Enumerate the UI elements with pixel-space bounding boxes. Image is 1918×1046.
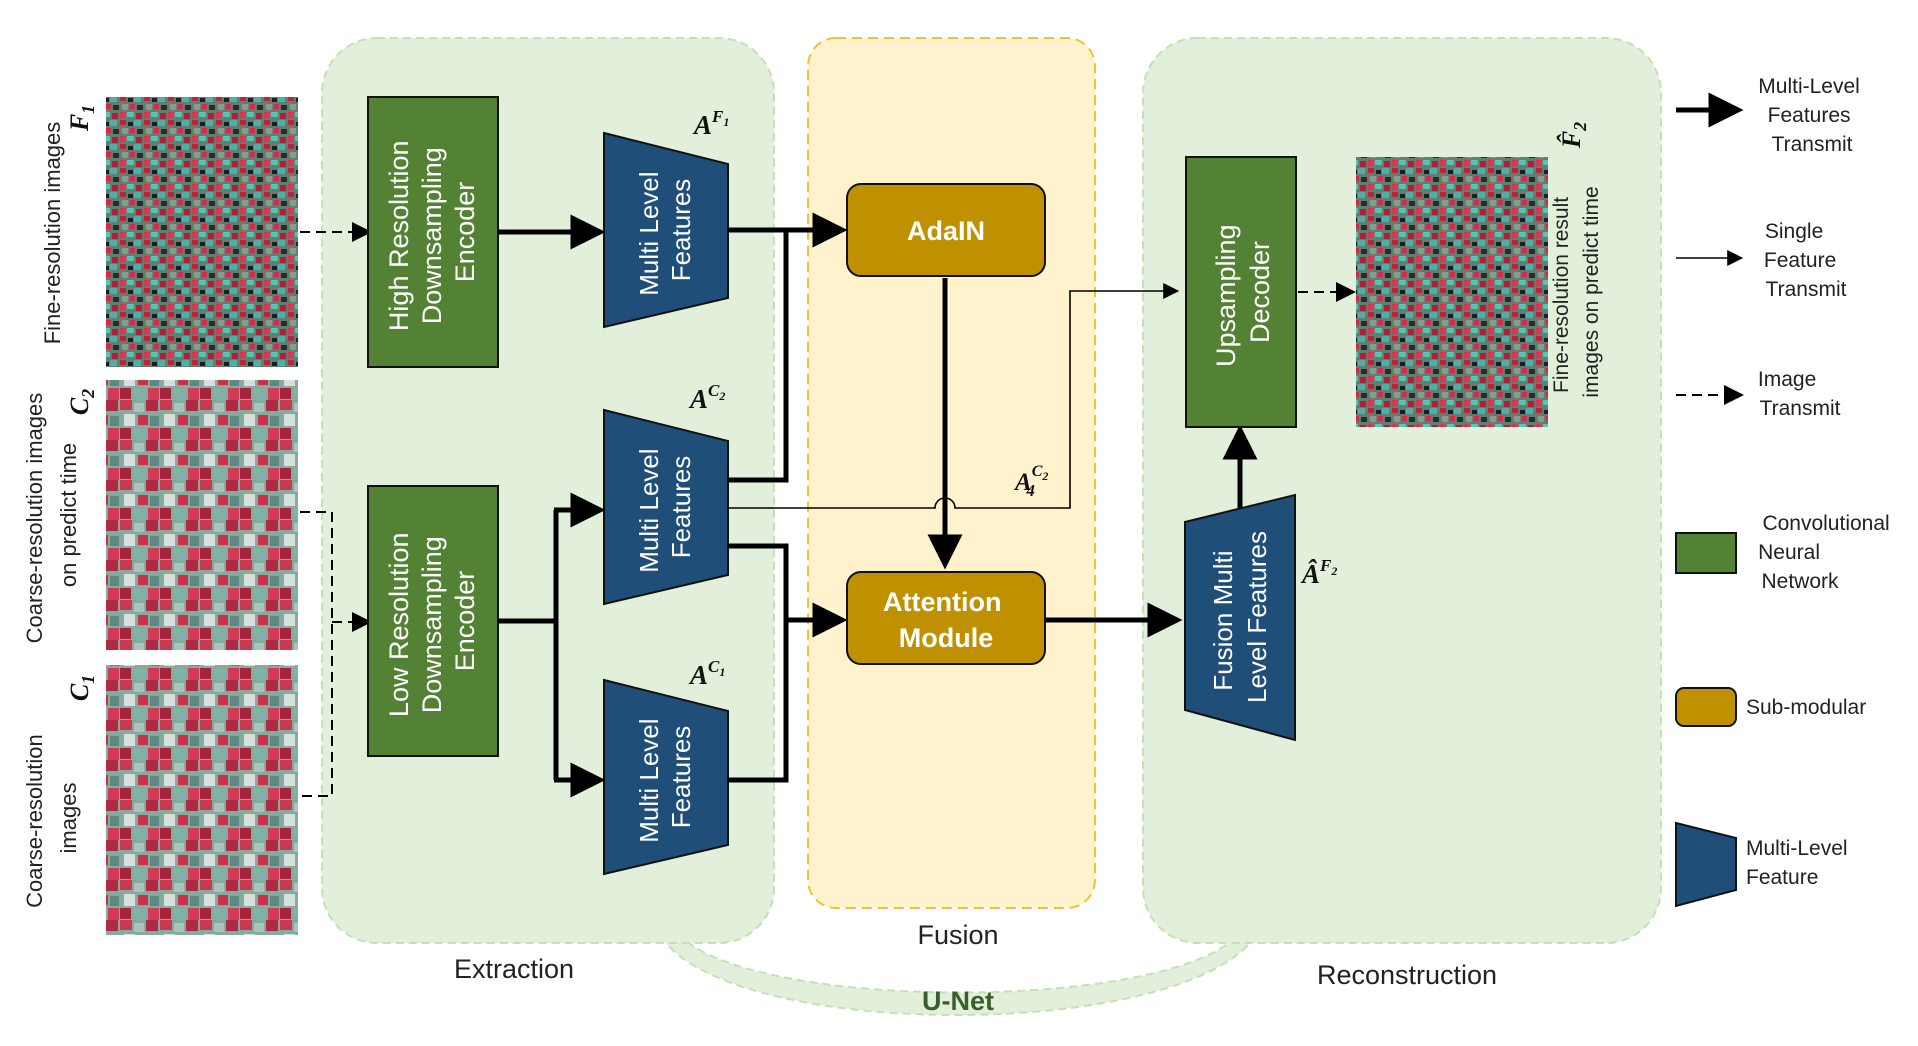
legend-submodule-swatch: [1675, 687, 1737, 727]
fusion-feature-block: [1184, 493, 1296, 742]
legend-single-label: Single Feature Transmit: [1764, 220, 1847, 301]
image-transmit-lines: [300, 222, 372, 797]
f1-symbol: F1: [65, 105, 98, 132]
feature-af1-label: Multi Level Features: [634, 164, 696, 296]
label-ac2: AC2: [688, 381, 725, 414]
legend-multi-label: Multi-Level Features Transmit: [1758, 75, 1865, 156]
coarse-image-c2: [106, 380, 298, 650]
legend-submodule-label: Sub-modular: [1746, 696, 1866, 719]
c1-description: Coarse-resolution images: [22, 728, 81, 908]
reconstruction-title: Reconstruction: [1317, 960, 1497, 990]
fusion-section: [807, 37, 1096, 909]
high-encoder-label: High Resolution Downsampling Encoder: [384, 133, 480, 331]
low-encoder-label: Low Resolution Downsampling Encoder: [384, 525, 480, 717]
fine-image-f1: [106, 97, 298, 367]
label-ac1: AC1: [688, 657, 725, 690]
adain-label: AdaIN: [907, 216, 985, 246]
unet-title: U-Net: [922, 986, 994, 1016]
low-resolution-encoder: [367, 485, 499, 757]
high-resolution-encoder: [367, 96, 499, 368]
output-image-f2: [1356, 157, 1548, 427]
feature-block-af1: [603, 131, 729, 329]
multi-level-transmit-lines: [498, 212, 1258, 798]
fusion-feature-label: Fusion Multi Level Features: [1208, 531, 1272, 703]
skip-connection-line: [728, 283, 1180, 509]
c2-description: Coarse-resolution images on predict time: [22, 387, 81, 644]
feature-block-ac2: [603, 408, 729, 606]
legend-cnn-swatch: [1675, 532, 1737, 574]
feature-block-ac1: [603, 678, 729, 876]
legend-cnn-label: Convolutional Neural Network: [1758, 512, 1895, 593]
adain-module: [846, 183, 1046, 277]
c1-symbol: C1: [65, 675, 98, 701]
output-symbol: F̂2: [1557, 122, 1590, 149]
f1-description: Fine-resolution images: [40, 122, 65, 345]
attention-label: Attention Module: [883, 587, 1009, 653]
extraction-title: Extraction: [454, 954, 574, 984]
fusion-title: Fusion: [917, 920, 998, 950]
coarse-image-c1: [106, 665, 298, 935]
feature-ac1-label: Multi Level Features: [634, 711, 696, 843]
c2-symbol: C2: [65, 389, 98, 415]
feature-ac2-label: Multi Level Features: [634, 441, 696, 573]
label-af1: AF1: [692, 107, 729, 140]
legend-feature-label: Multi-Level Feature: [1746, 837, 1853, 889]
upsampling-decoder: [1185, 156, 1297, 428]
legend-feature-swatch: [1675, 821, 1737, 908]
label-hat-af2: ÂF2: [1300, 556, 1337, 589]
legend-image-label: Image Transmit: [1758, 368, 1841, 420]
output-description: Fine-resolution result images on predict…: [1550, 186, 1603, 397]
decoder-label: Upsampling Decoder: [1211, 217, 1275, 367]
legend: Multi-Level Features Transmit Single Fea…: [1675, 75, 1895, 908]
attention-module: [846, 571, 1046, 665]
